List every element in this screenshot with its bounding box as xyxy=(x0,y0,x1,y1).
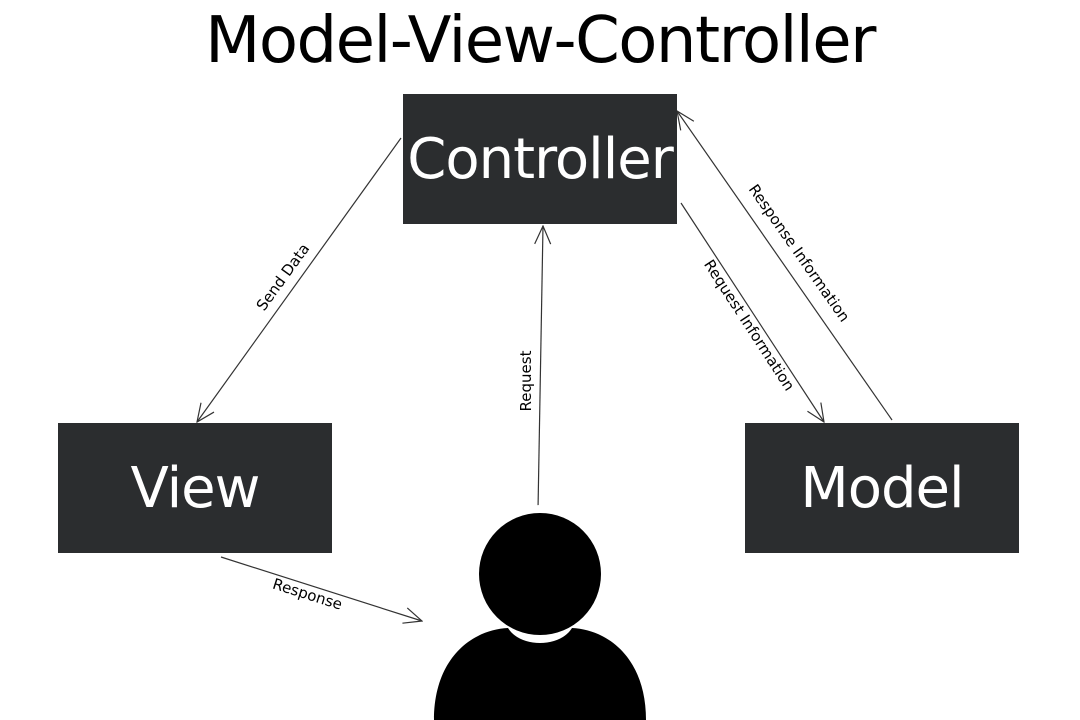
edge-request xyxy=(538,226,543,511)
edge-label-response-information: Response Information xyxy=(745,181,854,325)
edge-request-information xyxy=(680,202,824,422)
edge-response xyxy=(220,556,422,621)
model-box: Model xyxy=(745,423,1019,553)
edge-send-data xyxy=(197,137,402,422)
edge-label-request-information: Request Information xyxy=(700,256,798,394)
diagram-title: Model-View-Controller xyxy=(205,4,876,78)
edge-label-response: Response xyxy=(270,575,344,614)
view-label: View xyxy=(130,455,261,521)
controller-box: Controller xyxy=(403,94,677,224)
model-label: Model xyxy=(800,455,964,521)
edge-response-information xyxy=(677,111,893,421)
edge-label-request: Request xyxy=(517,350,535,411)
user-body-shape xyxy=(434,628,646,720)
controller-label: Controller xyxy=(407,126,673,192)
user-silhouette-icon xyxy=(434,505,646,720)
view-box: View xyxy=(58,423,332,553)
user-head-shape xyxy=(479,513,601,635)
